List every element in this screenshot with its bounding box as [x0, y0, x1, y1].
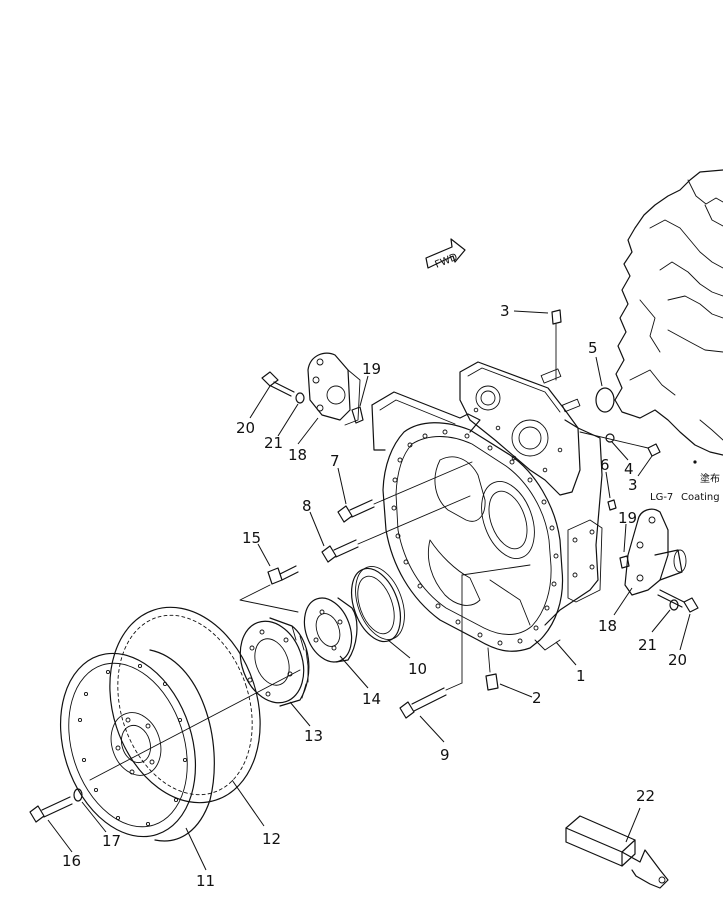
part-12-ring-gear	[109, 606, 261, 804]
part-3-plug-upper	[551, 309, 562, 381]
label-part-20-right: 20	[668, 651, 687, 669]
coating-leader-dot	[693, 460, 697, 464]
part-9-bolt	[399, 564, 531, 719]
engine-block-outline	[614, 169, 723, 456]
part-13-coupling	[239, 617, 310, 707]
label-part-20-left: 20	[236, 419, 255, 437]
leader-lines	[47, 310, 691, 871]
label-part-1: 1	[576, 667, 586, 685]
part-11-flywheel	[59, 649, 301, 842]
part-14-sleeve	[303, 597, 358, 663]
part-16-bolt	[29, 796, 73, 823]
label-part-3-lower: 3	[628, 476, 638, 494]
label-part-17: 17	[102, 832, 121, 850]
part-10-oil-seal	[350, 566, 405, 643]
label-part-6: 6	[600, 456, 610, 474]
label-part-4: 4	[624, 460, 634, 478]
label-part-21-right: 21	[638, 636, 657, 654]
label-part-11: 11	[196, 872, 215, 890]
part-20-bolt-left	[261, 371, 295, 397]
part-7-bolt	[337, 461, 473, 523]
coating-cjk-text: 塗布	[700, 472, 720, 485]
fwd-label: FWD	[434, 252, 460, 271]
part-19-dowel-left	[351, 406, 364, 424]
label-part-16: 16	[62, 852, 81, 870]
label-part-3-upper: 3	[500, 302, 510, 320]
part-6-pin	[607, 499, 617, 511]
label-part-14: 14	[362, 690, 381, 708]
label-part-15: 15	[242, 529, 261, 547]
part-19-dowel-right	[619, 555, 630, 569]
coating-note: 塗布 LG-7 Coating	[650, 460, 720, 503]
part-5-o-ring	[595, 387, 615, 413]
label-part-13: 13	[304, 727, 323, 745]
label-part-5: 5	[588, 339, 598, 357]
label-part-21-left: 21	[264, 434, 283, 452]
part-21-washer-left	[295, 392, 305, 404]
fwd-direction-arrow: FWD	[425, 238, 466, 271]
label-part-10: 10	[408, 660, 427, 678]
label-part-12: 12	[262, 830, 281, 848]
label-part-18-right: 18	[598, 617, 617, 635]
label-part-22: 22	[636, 787, 655, 805]
label-part-9: 9	[440, 746, 450, 764]
part-15-assembly-line	[239, 584, 299, 613]
part-18-mount-bracket-left	[307, 352, 361, 426]
part-20-bolt-right	[657, 589, 699, 613]
part-2-plug	[485, 647, 499, 691]
part-number-labels: 3 5 4 3 6 19 18 21 20 19 18 21 20 7 8 15…	[62, 302, 687, 890]
part-17-washer	[73, 788, 83, 802]
label-part-7: 7	[330, 452, 340, 470]
label-part-8: 8	[302, 497, 312, 515]
label-part-18-left: 18	[288, 446, 307, 464]
label-part-19-left: 19	[362, 360, 381, 378]
coating-code-text: LG-7	[650, 492, 673, 503]
part-15-bolt	[267, 565, 299, 585]
housing-bolt-holes	[391, 429, 559, 646]
part-4-seal	[579, 431, 661, 457]
label-part-2: 2	[532, 689, 542, 707]
part-22-tool	[565, 815, 669, 889]
part-18-mount-bracket-right	[624, 508, 687, 596]
coating-word-text: Coating	[681, 492, 720, 503]
flywheel-housing	[371, 361, 603, 652]
part-8-bolt	[321, 495, 471, 563]
label-part-19-right: 19	[618, 509, 637, 527]
